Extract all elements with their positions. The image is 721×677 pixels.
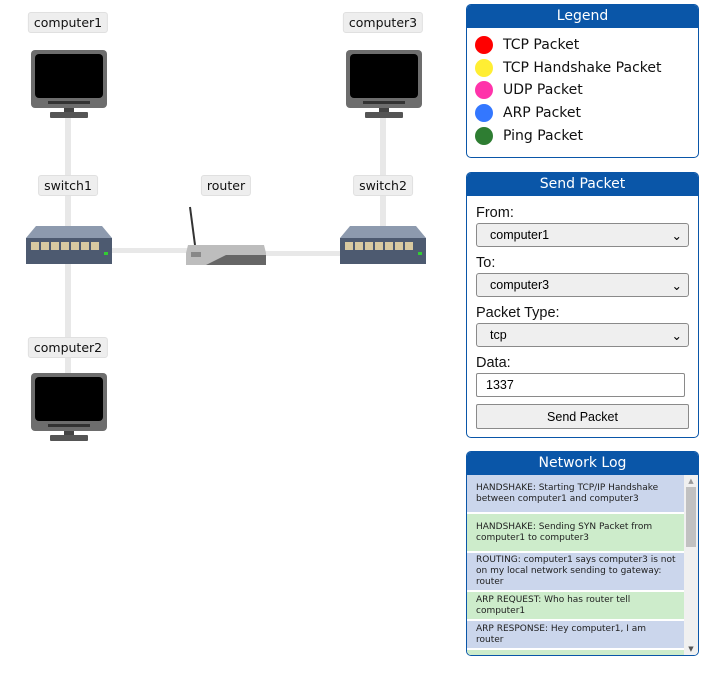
legend-item: TCP Packet — [467, 34, 698, 57]
log-entry: HANDSHAKE: Sending SYN Packet from compu… — [467, 514, 685, 553]
scroll-down-icon[interactable]: ▼ — [688, 645, 694, 653]
computer-monitor-icon — [346, 50, 422, 118]
send-packet-panel: Send Packet From: computer1 ⌄ To: compute… — [466, 172, 699, 438]
log-entry: ARP REQUEST: Who has router tell compute… — [467, 592, 685, 621]
link-switch1-computer2 — [65, 240, 71, 380]
packet-color-dot-icon — [475, 104, 493, 123]
to-value: computer3 — [490, 278, 550, 292]
switch1-label: switch1 — [38, 175, 98, 196]
data-label: Data: — [476, 355, 511, 371]
computer-monitor-icon — [31, 373, 107, 441]
link-switch1-router — [68, 248, 228, 253]
legend-item: UDP Packet — [467, 79, 698, 102]
packet-color-dot-icon — [475, 58, 493, 77]
to-label: To: — [476, 255, 496, 271]
packet-color-dot-icon — [475, 36, 493, 55]
scrollbar-thumb[interactable] — [686, 487, 696, 547]
data-input[interactable]: 1337 — [476, 373, 685, 397]
router-label: router — [200, 175, 252, 196]
to-select[interactable]: computer3 ⌄ — [476, 273, 689, 297]
log-entry-text: ARP REQUEST: Who has router tell compute… — [476, 594, 631, 616]
chevron-down-icon: ⌄ — [671, 228, 682, 243]
packet-type-select[interactable]: tcp ⌄ — [476, 323, 689, 347]
switch2-node[interactable] — [340, 226, 426, 268]
from-select[interactable]: computer1 ⌄ — [476, 223, 689, 247]
log-entry-text: ARP RESPONSE: Hey computer1, I am router — [476, 623, 647, 645]
switch2-label: switch2 — [353, 175, 413, 196]
from-label: From: — [476, 205, 514, 221]
log-entry-text: HANDSHAKE: Sending SYN Packet from compu… — [476, 521, 653, 543]
computer1-label: computer1 — [27, 12, 109, 33]
chevron-down-icon: ⌄ — [671, 278, 682, 293]
link-computer3-switch2 — [380, 108, 386, 238]
packet-type-label: Packet Type: — [476, 305, 560, 321]
router-icon — [186, 206, 266, 265]
network-switch-icon — [26, 226, 112, 264]
packet-type-value: tcp — [490, 328, 507, 342]
legend-item: Ping Packet — [467, 124, 698, 147]
legend-item-label: TCP Packet — [503, 37, 580, 54]
scroll-up-icon[interactable]: ▲ — [688, 477, 694, 485]
log-scrollbar[interactable]: ▲ ▼ — [684, 475, 698, 655]
legend-item-label: ARP Packet — [503, 105, 581, 122]
legend-title: Legend — [467, 5, 698, 28]
computer3-label: computer3 — [342, 12, 424, 33]
network-log-title: Network Log — [467, 452, 698, 475]
log-entry-text: ROUTING: computer1 says computer3 is not… — [476, 555, 676, 587]
computer-monitor-icon — [31, 50, 107, 118]
switch1-node[interactable] — [26, 226, 112, 268]
legend-item-label: Ping Packet — [503, 127, 584, 144]
log-entry: ARP RESPONSE: Hey computer1, I am router — [467, 621, 685, 650]
log-entry — [467, 650, 685, 655]
send-packet-title: Send Packet — [467, 173, 698, 196]
log-entry: ROUTING: computer1 says computer3 is not… — [467, 553, 685, 592]
computer2-node[interactable] — [30, 373, 108, 445]
packet-color-dot-icon — [475, 126, 493, 145]
legend-item-label: UDP Packet — [503, 82, 583, 99]
router-node[interactable] — [186, 205, 266, 269]
legend-item: ARP Packet — [467, 102, 698, 125]
send-packet-button[interactable]: Send Packet — [476, 404, 689, 429]
network-log-panel: Network Log HANDSHAKE: Starting TCP/IP H… — [466, 451, 699, 656]
packet-color-dot-icon — [475, 81, 493, 100]
computer3-node[interactable] — [345, 50, 423, 122]
computer1-node[interactable] — [30, 50, 108, 122]
log-entry: HANDSHAKE: Starting TCP/IP Handshake bet… — [467, 475, 685, 514]
legend-item: TCP Handshake Packet — [467, 57, 698, 80]
log-entry-text: HANDSHAKE: Starting TCP/IP Handshake bet… — [476, 482, 659, 504]
link-router-switch2 — [228, 251, 384, 256]
network-switch-icon — [340, 226, 426, 264]
chevron-down-icon: ⌄ — [671, 328, 682, 343]
legend-item-label: TCP Handshake Packet — [503, 59, 662, 76]
link-computer1-switch1 — [65, 108, 71, 238]
from-value: computer1 — [490, 228, 550, 242]
log-list[interactable]: HANDSHAKE: Starting TCP/IP Handshake bet… — [467, 475, 698, 655]
computer2-label: computer2 — [27, 337, 109, 358]
